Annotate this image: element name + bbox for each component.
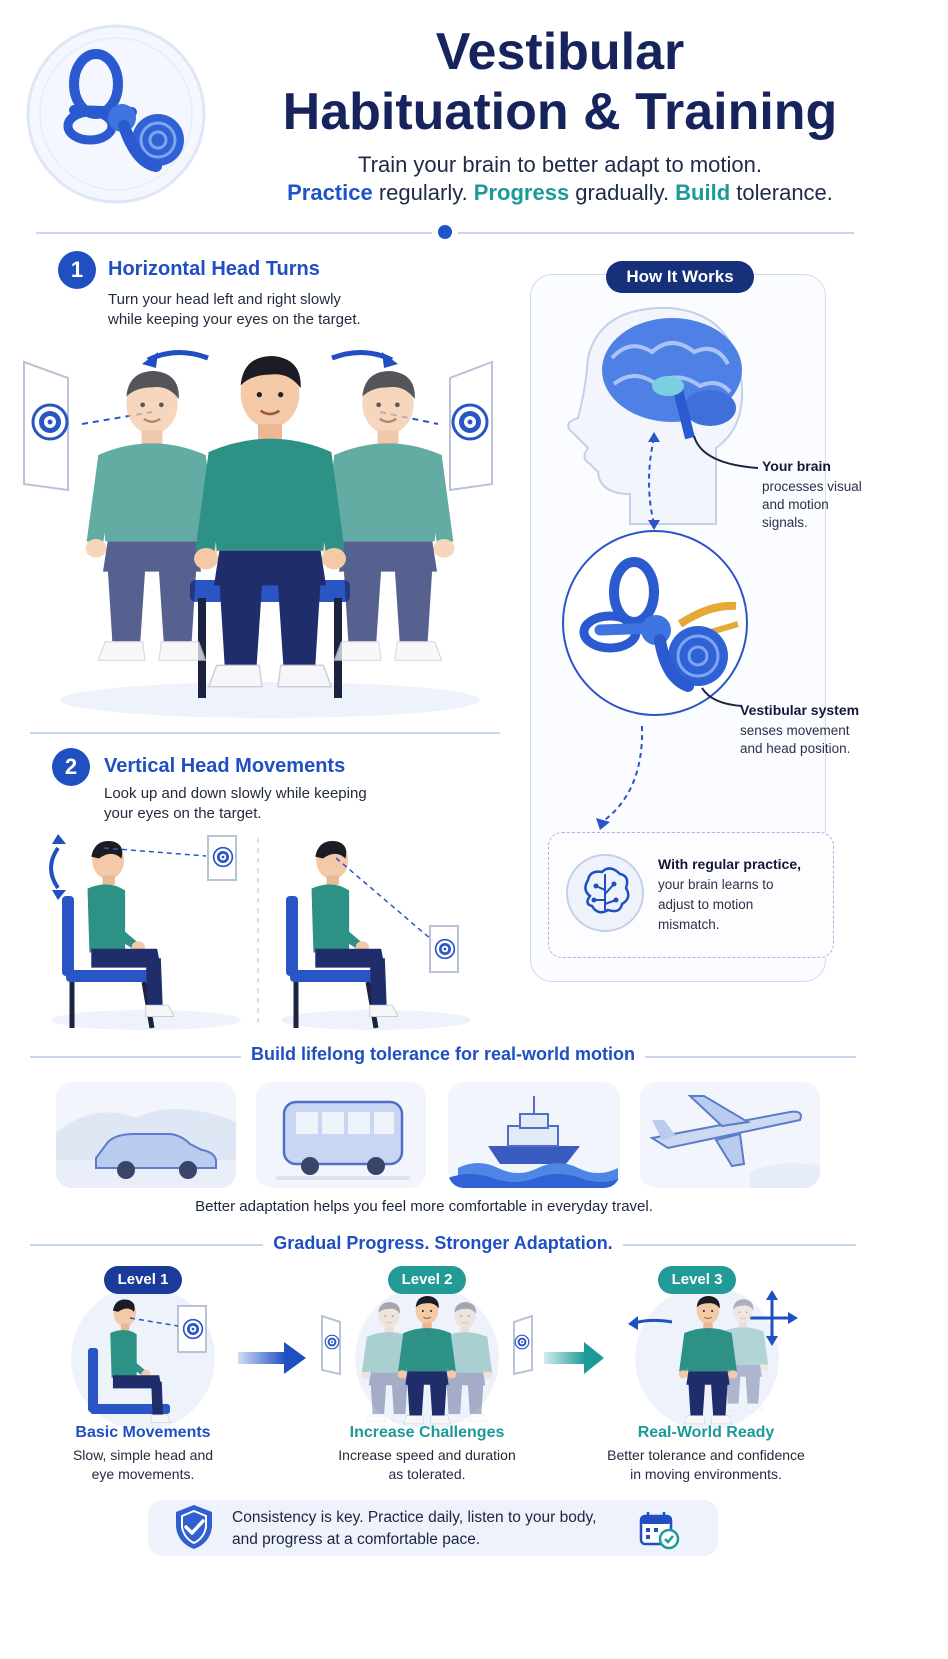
car-icon xyxy=(56,1108,236,1188)
level3-pill: Level 3 xyxy=(658,1266,736,1294)
level1-desc-line1: Slow, simple head and xyxy=(72,1447,214,1463)
arrow-level1-to-2-icon xyxy=(238,1340,308,1376)
bus-card xyxy=(256,1082,426,1188)
practice-note-line2: adjust to motion xyxy=(658,897,754,912)
how-it-works-label: How It Works xyxy=(606,261,754,293)
level2-pill: Level 2 xyxy=(388,1266,466,1294)
vestibular-callout-line xyxy=(700,686,744,710)
brain-circuit-icon xyxy=(564,852,646,934)
page-tagline: Practice regularly. Progress gradually. … xyxy=(287,180,833,205)
car-card xyxy=(56,1082,236,1188)
exercise1-illustration xyxy=(20,340,500,725)
tagline-word-progress: Progress xyxy=(473,180,570,205)
vestibular-note-title: Vestibular system xyxy=(740,702,860,718)
level1-title: Basic Movements xyxy=(75,1424,211,1441)
inner-ear-logo xyxy=(24,22,208,206)
progress-heading: Gradual Progress. Stronger Adaptation. xyxy=(263,1233,623,1253)
level1-illustration xyxy=(58,1278,228,1430)
level3-desc-line2: in moving environments. xyxy=(630,1466,782,1482)
brain-note-title: Your brain xyxy=(762,458,831,474)
brain-note-line2: and motion xyxy=(762,497,829,512)
calendar-check-icon xyxy=(638,1510,680,1550)
practice-note-line1: your brain learns to xyxy=(658,877,774,892)
travel-caption: Better adaptation helps you feel more co… xyxy=(195,1198,653,1215)
tagline-word-practice: Practice xyxy=(287,180,373,205)
tagline-word-build: Build xyxy=(675,180,731,205)
exercise1-desc-line2: while keeping your eyes on the target. xyxy=(108,311,361,328)
brain-note-line1: processes visual xyxy=(762,479,862,494)
plane-card xyxy=(640,1082,820,1188)
travel-heading: Build lifelong tolerance for real-world … xyxy=(240,1044,646,1064)
exercise1-desc-line1: Turn your head left and right slowly xyxy=(108,291,341,308)
arrow-level2-to-3-icon xyxy=(544,1340,606,1376)
header-divider-left xyxy=(36,232,432,234)
level2-desc-line2: as tolerated. xyxy=(388,1466,466,1482)
header-divider-dot xyxy=(438,225,452,239)
exercise2-title: Vertical Head Movements xyxy=(104,755,346,777)
page-title-line2: Habituation & Training xyxy=(282,83,838,141)
vestibular-note-line2: and head position. xyxy=(740,741,851,756)
ship-icon xyxy=(448,1096,620,1188)
exercise2-desc-line2: your eyes on the target. xyxy=(104,805,262,822)
exercise2-desc-line1: Look up and down slowly while keeping xyxy=(104,785,367,802)
footer-line1: Consistency is key. Practice daily, list… xyxy=(232,1509,597,1526)
brain-to-ear-arrow xyxy=(640,432,670,532)
level2-illustration xyxy=(318,1278,536,1430)
exercise2-number: 2 xyxy=(52,748,90,786)
bus-icon xyxy=(276,1100,410,1180)
exercise1-number: 1 xyxy=(58,251,96,289)
footer-line2: and progress at a comfortable pace. xyxy=(232,1531,481,1548)
header-divider-right xyxy=(458,232,854,234)
exercise-divider xyxy=(30,732,500,734)
level3-title: Real-World Ready xyxy=(637,1424,775,1441)
practice-note-title: With regular practice, xyxy=(658,856,802,872)
exercise2-illustration xyxy=(36,828,506,1038)
ear-to-practice-arrow xyxy=(594,722,654,832)
vestibular-illustration xyxy=(560,528,750,718)
brain-head-illustration xyxy=(560,298,760,528)
level3-desc-line1: Better tolerance and confidence xyxy=(607,1447,805,1463)
level1-pill: Level 1 xyxy=(104,1266,182,1294)
page-title-line1: Vestibular xyxy=(435,23,685,81)
level2-desc-line1: Increase speed and duration xyxy=(338,1447,516,1463)
footer-banner xyxy=(148,1500,718,1556)
ship-card xyxy=(448,1082,620,1188)
brain-callout-line xyxy=(692,434,762,474)
level2-title: Increase Challenges xyxy=(349,1424,505,1441)
level3-illustration xyxy=(612,1278,802,1430)
airplane-icon xyxy=(649,1095,820,1188)
inner-ear-icon xyxy=(26,24,206,204)
practice-note-line3: mismatch. xyxy=(658,917,720,932)
vestibular-note-line1: senses movement xyxy=(740,723,850,738)
page-subtitle: Train your brain to better adapt to moti… xyxy=(358,152,762,177)
exercise1-title: Horizontal Head Turns xyxy=(108,258,320,280)
brain-note-line3: signals. xyxy=(762,515,808,530)
shield-check-icon xyxy=(174,1503,214,1551)
level1-desc-line2: eye movements. xyxy=(91,1466,195,1482)
